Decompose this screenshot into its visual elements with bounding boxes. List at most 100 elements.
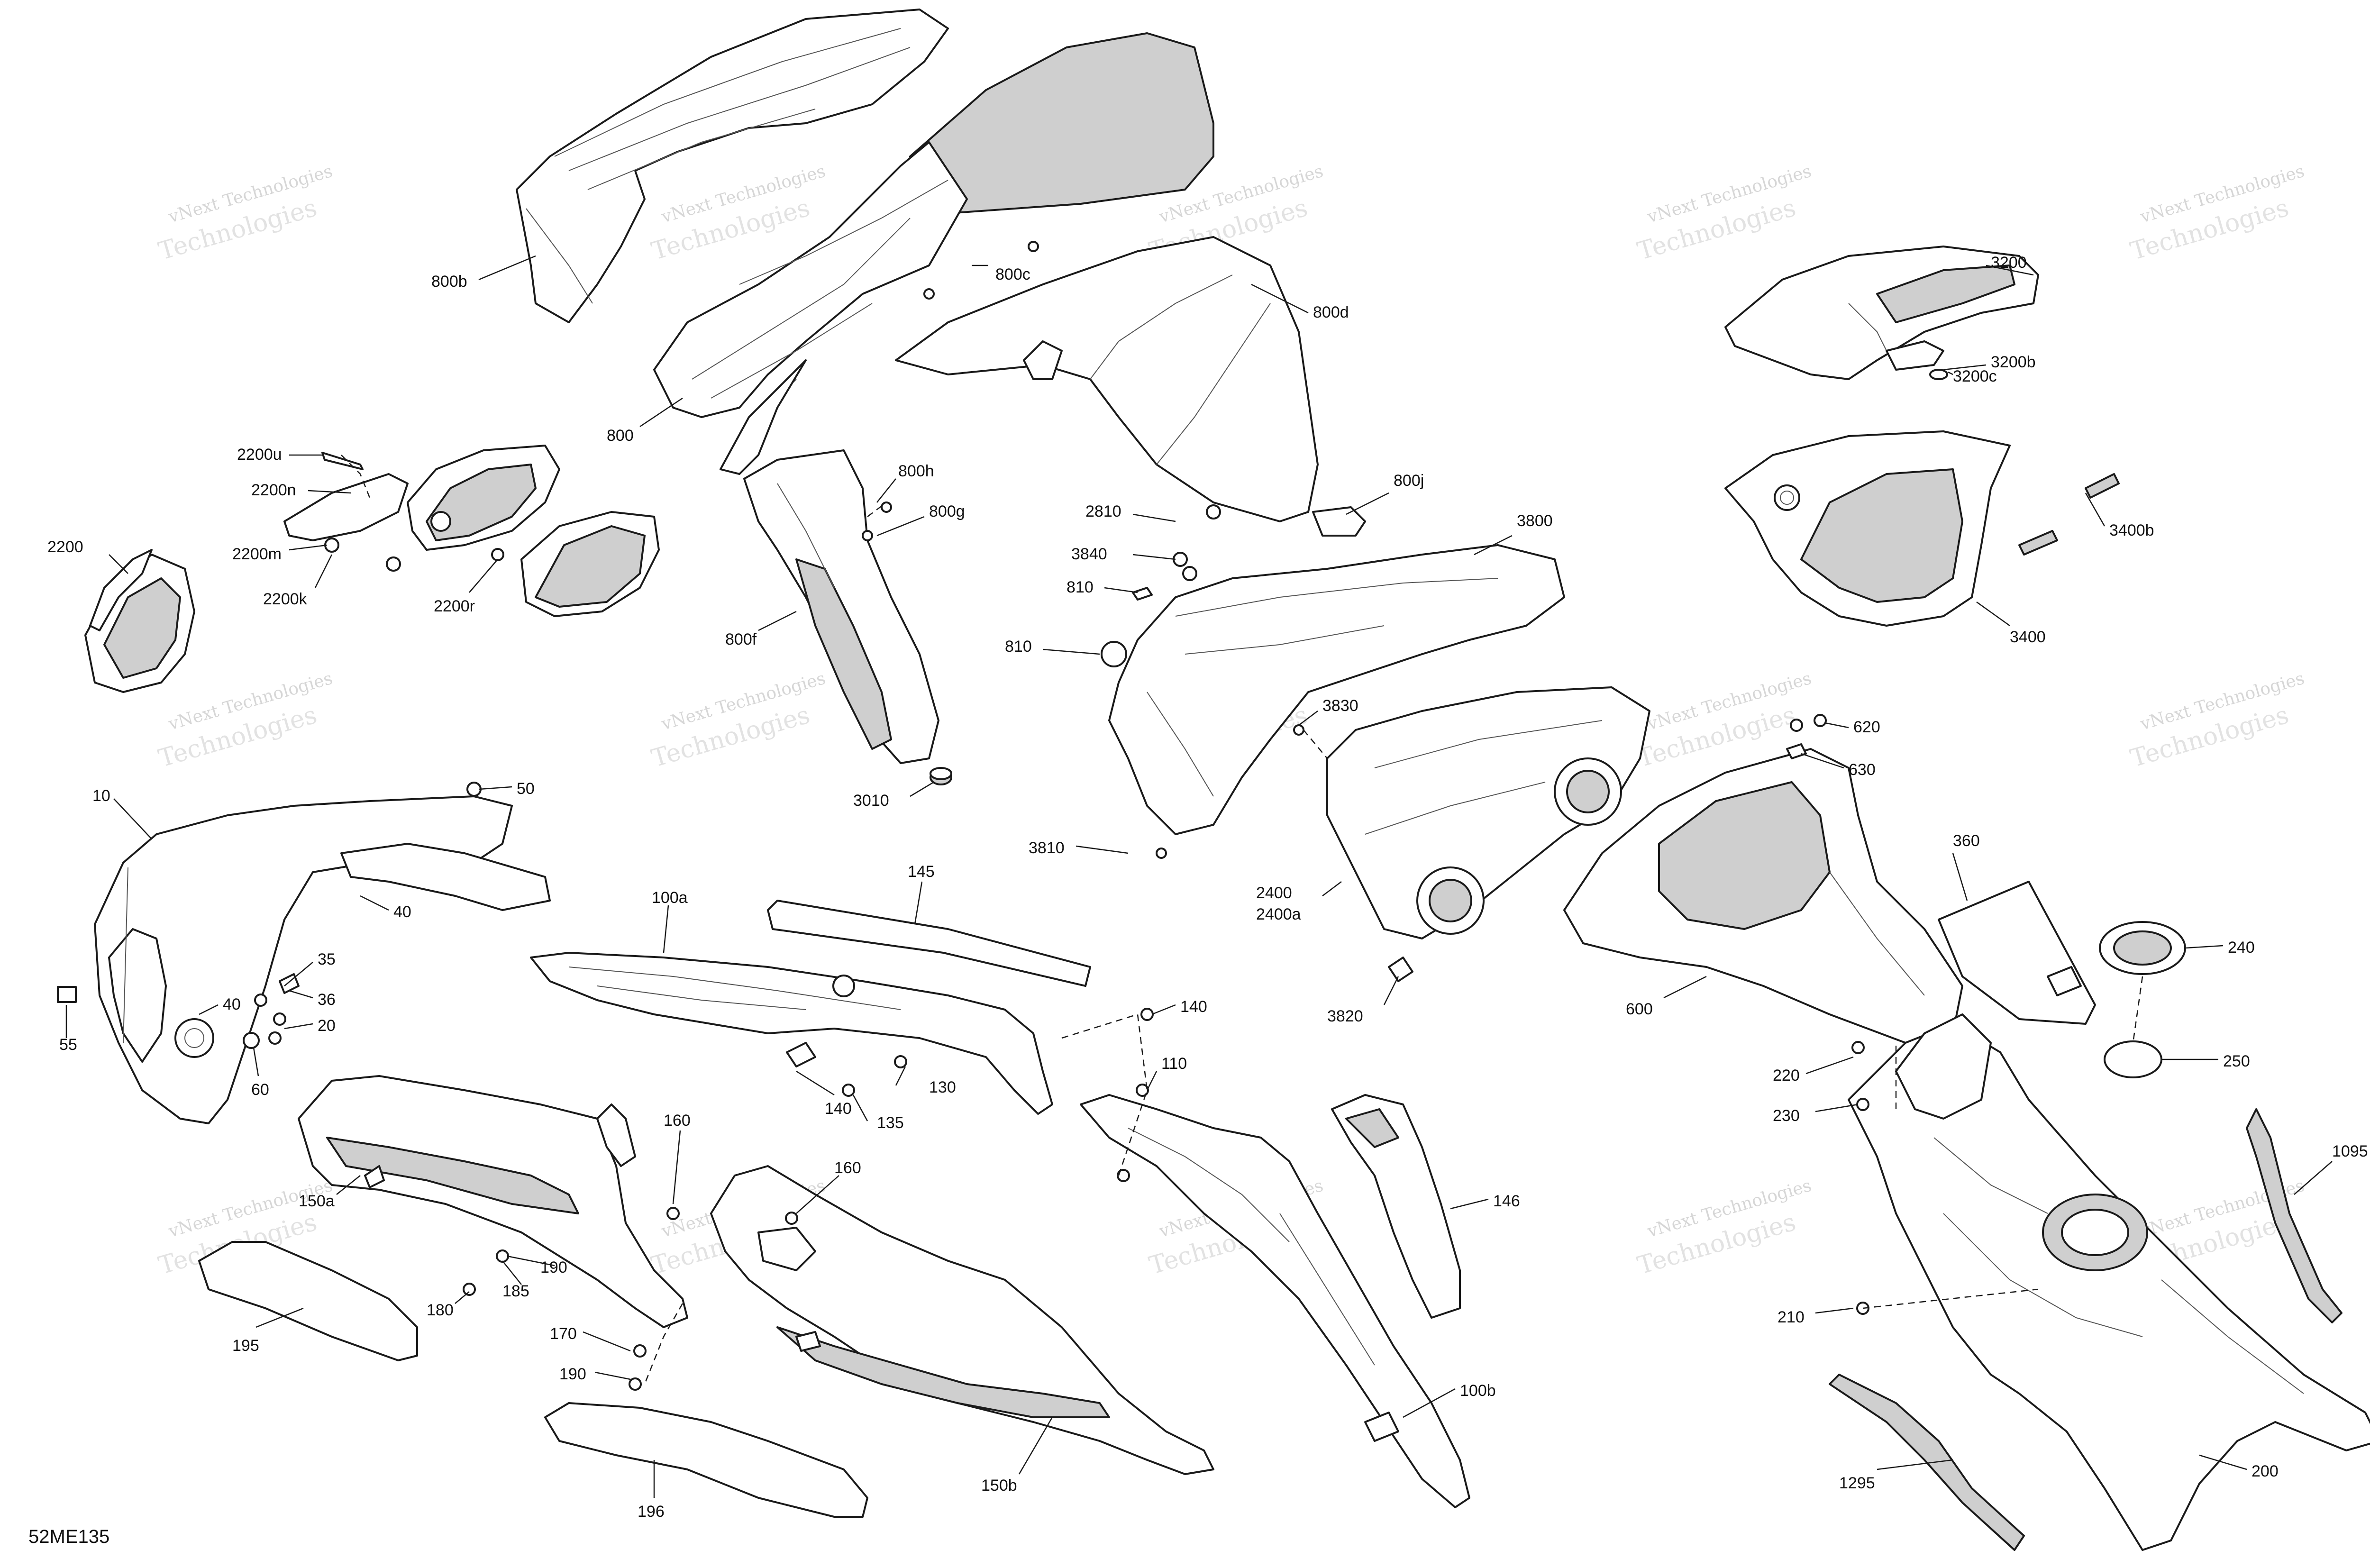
callout-100b: 100b — [1460, 1382, 1496, 1400]
callout-800d: 800d — [1313, 303, 1349, 321]
callout-2400a: 2400a — [1256, 905, 1301, 923]
part-3400-storage-box — [1724, 430, 2120, 627]
part-196-strip — [544, 1402, 868, 1518]
callout-230: 230 — [1773, 1107, 1800, 1125]
part-800d-side-panel — [895, 236, 1319, 522]
part-145-strip — [767, 900, 1091, 987]
callout-40-upper: 40 — [393, 903, 411, 921]
part-240-fuel-ring — [2099, 921, 2186, 975]
diagram-code: 52ME135 — [28, 1526, 109, 1547]
callout-3200b: 3200b — [1991, 353, 2036, 371]
callout-146: 146 — [1493, 1192, 1520, 1210]
callout-2200k: 2200k — [263, 590, 308, 608]
callout-35: 35 — [318, 950, 336, 968]
part-360-panel — [1938, 881, 2096, 1025]
callout-210: 210 — [1778, 1308, 1805, 1326]
fasteners — [254, 501, 1869, 1391]
part-800j — [1312, 506, 1366, 537]
callout-190-lower: 190 — [559, 1365, 586, 1383]
callout-2200: 2200 — [47, 538, 83, 556]
callout-3010: 3010 — [853, 792, 889, 810]
callout-160-left: 160 — [664, 1112, 691, 1130]
part-600-instrument-surround — [1563, 719, 1963, 1044]
callout-160-right: 160 — [834, 1159, 861, 1177]
part-100b-lower-panel — [1080, 1094, 1470, 1508]
callout-810-upper: 810 — [1066, 578, 1094, 596]
callout-3400: 3400 — [2010, 628, 2046, 646]
part-2200-mirror-left — [84, 549, 195, 693]
leader-lines — [65, 255, 2333, 1498]
callout-60: 60 — [251, 1081, 269, 1099]
callout-200: 200 — [2252, 1462, 2279, 1480]
callout-810-lower: 810 — [1005, 638, 1032, 656]
callout-3800: 3800 — [1517, 512, 1553, 530]
part-2400-headlight — [1326, 686, 1650, 982]
callout-360: 360 — [1953, 832, 1980, 850]
part-250-o-ring — [2104, 1040, 2162, 1078]
callout-1095: 1095 — [2332, 1142, 2368, 1160]
callout-10: 10 — [92, 787, 110, 805]
callout-190-upper: 190 — [540, 1258, 567, 1276]
callout-labels: 800b 800c 800d 800 800h 800g 800f 800j 3… — [47, 254, 2368, 1521]
part-195-strip — [198, 1241, 418, 1361]
watermark: vNext Technologies Technologies — [2127, 669, 2306, 773]
callout-150b: 150b — [981, 1477, 1017, 1495]
callout-135: 135 — [877, 1114, 904, 1132]
parts — [57, 9, 2370, 1551]
callout-3830: 3830 — [1322, 697, 1358, 715]
callout-630: 630 — [1849, 761, 1876, 779]
callout-3200c: 3200c — [1953, 367, 1997, 385]
part-200-tank-frame — [1848, 1013, 2370, 1551]
part-10-front-nose — [57, 782, 551, 1124]
callout-1295: 1295 — [1839, 1474, 1875, 1492]
callout-2200m: 2200m — [232, 545, 282, 563]
part-150a-side-cover — [298, 1075, 688, 1328]
callout-800h: 800h — [898, 462, 934, 480]
callout-150a: 150a — [299, 1192, 335, 1210]
callout-250: 250 — [2223, 1052, 2250, 1070]
callout-20: 20 — [318, 1017, 336, 1035]
callout-185: 185 — [502, 1282, 529, 1300]
watermark: vNext Technologies Technologies — [648, 669, 828, 773]
callout-36: 36 — [318, 991, 336, 1009]
callout-2200r: 2200r — [434, 597, 475, 615]
part-800-windshield — [653, 32, 1214, 475]
callout-55: 55 — [59, 1036, 77, 1054]
watermark: vNext Technologies Technologies — [155, 162, 335, 266]
part-150b-side-cover — [710, 1165, 1214, 1475]
part-1295-strip — [1829, 1374, 2025, 1551]
callout-195: 195 — [232, 1337, 259, 1355]
callout-3400b: 3400b — [2109, 521, 2154, 539]
callout-130: 130 — [929, 1078, 956, 1096]
part-800b-fairing-left — [516, 9, 949, 323]
callout-196: 196 — [638, 1503, 665, 1521]
part-146-panel — [1331, 1094, 1461, 1319]
callout-180: 180 — [427, 1301, 454, 1319]
callout-100a: 100a — [652, 889, 688, 907]
part-800f-fork-panel — [743, 449, 939, 764]
callout-800g: 800g — [929, 502, 965, 520]
part-3010-grommet — [930, 767, 952, 785]
callout-40-lower: 40 — [223, 995, 241, 1013]
assembly-lines — [341, 455, 2143, 1385]
callout-3840: 3840 — [1071, 545, 1107, 563]
callout-50: 50 — [517, 780, 535, 798]
callout-600: 600 — [1626, 1000, 1653, 1018]
watermark: vNext Technologies Technologies — [155, 669, 335, 773]
callout-220: 220 — [1773, 1067, 1800, 1085]
callout-2200u: 2200u — [237, 446, 282, 464]
callout-2810: 2810 — [1085, 502, 1121, 520]
callout-3200: 3200 — [1991, 254, 2027, 272]
callout-800j: 800j — [1394, 472, 1424, 490]
callout-3810: 3810 — [1029, 839, 1065, 857]
part-2200-mirror-arm — [283, 445, 660, 617]
callout-800f: 800f — [725, 630, 757, 648]
callout-800c: 800c — [995, 265, 1030, 283]
part-3800-bracket — [1101, 544, 1565, 835]
callout-170: 170 — [550, 1325, 577, 1343]
part-3200-seat-cover — [1724, 246, 2039, 380]
callout-240: 240 — [2228, 939, 2255, 957]
part-1095-strip — [2246, 1108, 2343, 1323]
callout-110: 110 — [1161, 1055, 1187, 1073]
